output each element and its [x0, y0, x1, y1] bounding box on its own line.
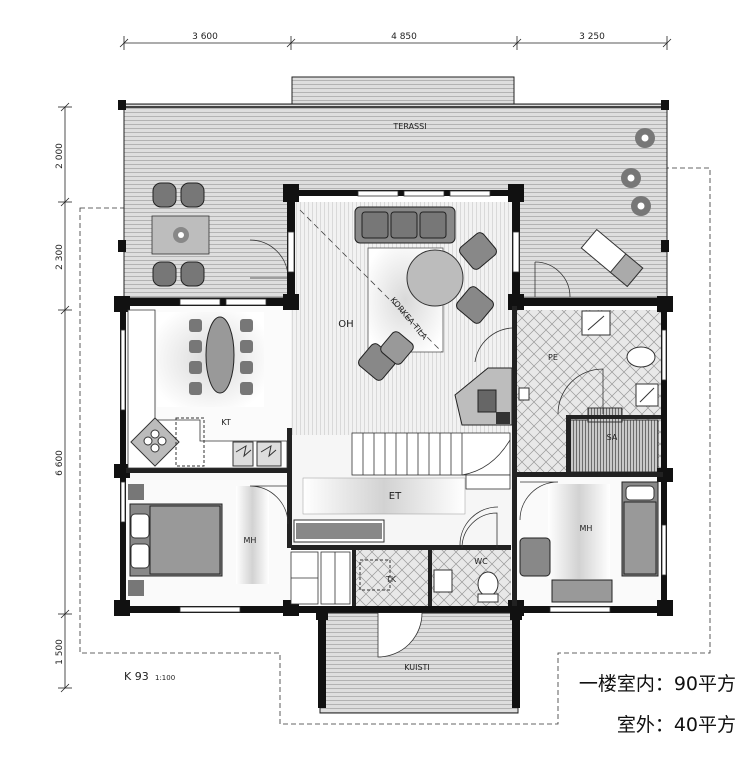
sauna-bench: [569, 419, 659, 473]
wash-room-label: PE: [548, 353, 558, 362]
kitchen-label: KT: [221, 418, 231, 427]
dim-left-1: 2 000: [55, 143, 65, 169]
desk: [551, 579, 613, 603]
roof-ridge-line: [299, 209, 443, 353]
armchair: [358, 232, 497, 381]
bedroom-left-label: MH: [244, 536, 257, 545]
windows: [120, 190, 667, 613]
sauna-label: SA: [607, 433, 618, 442]
washing-machine: [359, 559, 391, 591]
wash-room-door-swing: [557, 368, 604, 415]
living-room-label: OH: [338, 319, 353, 330]
utility-room-label: TK: [385, 575, 397, 584]
hall-label: ET: [389, 491, 402, 502]
interior-walls: [126, 306, 663, 606]
porch-label: KUISTI: [404, 663, 430, 672]
scale-label: 1:100: [155, 674, 175, 682]
outdoor-area-note: 室外：40平方: [616, 714, 736, 736]
indoor-area-note: 一楼室内：90平方: [578, 673, 736, 695]
toilet-label: WC: [474, 557, 488, 566]
model-label: K 93: [124, 670, 149, 683]
hall-door-swing: [459, 506, 499, 546]
staircase: [351, 432, 511, 490]
top-dimension-line: [119, 36, 672, 50]
bedroom-right-label: MH: [580, 524, 593, 533]
dim-left-4: 1 500: [55, 639, 65, 665]
left-dimension-line: [58, 102, 72, 693]
terrace: [123, 76, 668, 299]
floor-drain: [518, 387, 530, 401]
shower-icon: [581, 310, 611, 336]
armchair-bedroom: [519, 537, 551, 577]
terrace-dining-table: [151, 182, 210, 287]
dining-table: [189, 316, 253, 395]
toilet-icon: [477, 571, 499, 603]
dim-top-1: 3 600: [192, 32, 218, 42]
roof-outline: [79, 167, 711, 725]
kitchen-counter: [127, 309, 288, 469]
hall-bench-top: [296, 523, 382, 539]
utility-room-tiles: [355, 548, 431, 606]
bedroom-left-rug: [236, 486, 269, 584]
sun-lounger: [580, 228, 644, 288]
bedroom-right-door-swing: [519, 481, 559, 521]
wardrobe: [290, 551, 351, 605]
hall-runner-rug: [302, 477, 466, 515]
bedroom-left-door-swing: [249, 485, 289, 525]
double-bed: [128, 484, 223, 596]
toilet-washbasin-icon: [433, 569, 453, 593]
stove-icon: [130, 417, 180, 467]
sofa: [354, 206, 456, 244]
toilet-door-swing: [461, 512, 498, 549]
dim-left-3: 6 600: [55, 450, 65, 476]
fridge: [175, 417, 205, 467]
flower-pot-icon: [621, 128, 655, 216]
dim-top-3: 3 250: [579, 32, 605, 42]
washbasin-icon: [626, 346, 656, 368]
bedroom-right-rug: [548, 484, 610, 579]
terrace-label: TERASSI: [392, 122, 426, 131]
sauna-door-swing: [474, 327, 513, 363]
entrance-door-swing: [377, 612, 423, 658]
sink-icon: [232, 441, 282, 467]
flower-pot-icon: [173, 227, 189, 243]
coffee-table: [406, 249, 464, 307]
fireplace: [454, 367, 513, 426]
dim-left-2: 2 300: [55, 244, 65, 270]
single-bed: [621, 481, 659, 577]
dim-top-2: 4 850: [391, 32, 417, 42]
wall-corner-posts: [114, 100, 673, 616]
